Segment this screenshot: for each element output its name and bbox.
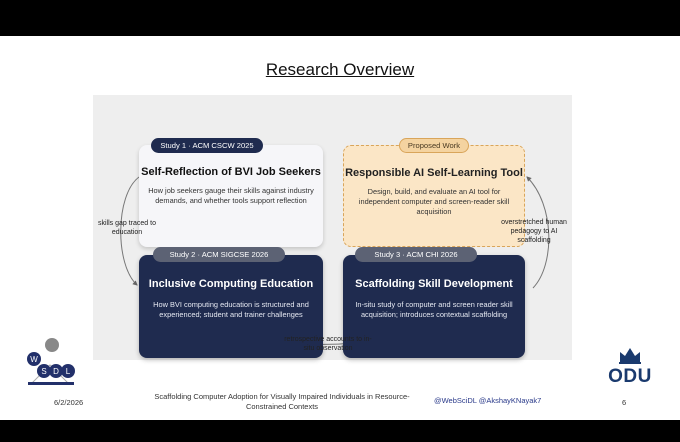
- study2-description: How BVI computing education is structure…: [153, 300, 309, 319]
- study2-pill: Study 2 · ACM SIGCSE 2026: [153, 247, 285, 262]
- study3-description: In-situ study of computer and screen rea…: [355, 300, 513, 319]
- footer-title: Scaffolding Computer Adoption for Visual…: [154, 392, 410, 411]
- footer-handles: @WebSciDL @AkshayKNayak7: [434, 396, 542, 405]
- study1-pill: Study 1 · ACM CSCW 2025: [151, 138, 263, 153]
- arrow-right: [526, 176, 550, 289]
- arrow-label-left: skills gap traced to education: [98, 220, 156, 236]
- study3-pill: Study 3 · ACM CHI 2026: [355, 247, 477, 262]
- research-overview-diagram: Self-Reflection of BVI Job Seekers How j…: [93, 95, 572, 360]
- proposed-description: Design, build, and evaluate an AI tool f…: [358, 187, 510, 216]
- wsdl-letter-l: L: [66, 367, 71, 376]
- study1-title: Self-Reflection of BVI Job Seekers: [141, 166, 321, 178]
- wsdl-logo: W S D L: [22, 333, 82, 391]
- study3-title: Scaffolding Skill Development: [355, 278, 513, 290]
- study2-card: Inclusive Computing Education How BVI co…: [139, 255, 323, 358]
- slide: Research Overview Self-Reflection of BVI…: [0, 36, 680, 420]
- footer-date: 6/2/2026: [54, 398, 84, 407]
- page-number: 6: [622, 398, 627, 407]
- proposed-title: Responsible AI Self-Learning Tool: [345, 167, 523, 179]
- arrow-left: [120, 176, 140, 286]
- crown-icon: [619, 348, 641, 364]
- odu-wordmark: ODU: [608, 366, 652, 387]
- wsdl-letter-s: S: [41, 367, 46, 376]
- wsdl-letter-w: W: [30, 355, 38, 364]
- proposed-work-card: Responsible AI Self-Learning Tool Design…: [343, 145, 525, 247]
- odu-logo: ODU: [600, 342, 660, 392]
- proposed-pill: Proposed Work: [399, 138, 469, 153]
- study3-card: Scaffolding Skill Development In-situ st…: [343, 255, 525, 358]
- wsdl-letter-d: D: [53, 367, 59, 376]
- study2-title: Inclusive Computing Education: [148, 278, 314, 290]
- slide-title: Research Overview: [265, 60, 415, 79]
- bottom-black-bar: [0, 420, 680, 442]
- study1-description: How job seekers gauge their skills again…: [148, 186, 314, 205]
- wsdl-logo-graphic: W S D L: [27, 338, 75, 385]
- top-black-bar: [0, 0, 680, 36]
- arrow-label-bottom: retrospective accounts to in-situ observ…: [284, 336, 372, 352]
- study1-card: Self-Reflection of BVI Job Seekers How j…: [139, 145, 323, 247]
- arrow-label-right: overstretched human pedagogy to AI scaff…: [501, 219, 567, 244]
